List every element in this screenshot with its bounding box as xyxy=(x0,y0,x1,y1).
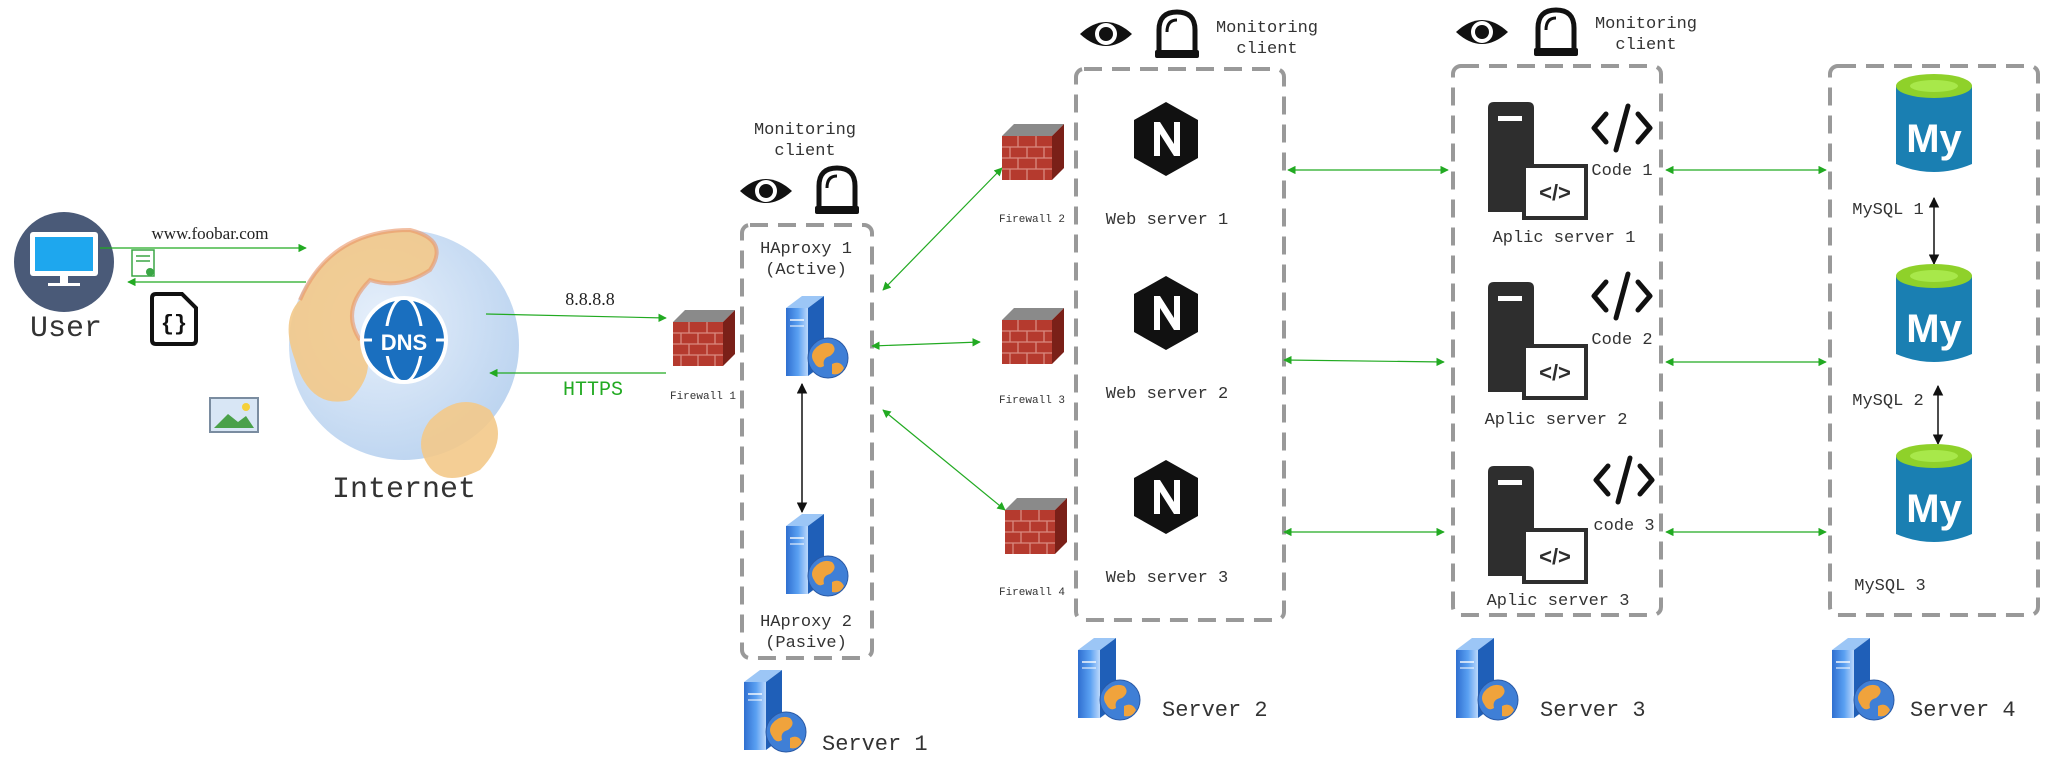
ha-fw4-arrow xyxy=(882,409,1006,511)
domain-label: www.foobar.com xyxy=(152,224,269,243)
app-server-2-icon xyxy=(1486,280,1588,400)
image-icon xyxy=(209,397,259,433)
haproxy-2-line1: HAproxy 2 xyxy=(760,613,852,632)
code-1-icon xyxy=(1594,106,1650,150)
web-server-1-label: Web server 1 xyxy=(1106,211,1228,230)
mysql-1-label: MySQL 1 xyxy=(1852,201,1923,220)
firewall-2-icon xyxy=(1001,123,1065,181)
monitoring-client-3: Monitoring client xyxy=(1456,10,1697,56)
haproxy-2-icon xyxy=(785,513,849,597)
eye-icon xyxy=(740,179,792,203)
firewall-1-label: Firewall 1 xyxy=(670,391,736,403)
monitoring-label-3-line1: Monitoring xyxy=(1595,15,1697,34)
server-4-icon xyxy=(1831,637,1895,721)
internet-label: Internet xyxy=(332,473,476,507)
monitoring-label-1-line2: client xyxy=(774,142,835,161)
mysql-2-label: MySQL 2 xyxy=(1852,392,1923,411)
ip-arrow xyxy=(485,313,667,323)
monitoring-label-1-line1: Monitoring xyxy=(754,121,856,140)
firewall-4-label: Firewall 4 xyxy=(999,587,1065,599)
monitoring-client-2: Monitoring client xyxy=(1080,12,1318,59)
mysql-1-logo: My xyxy=(1906,117,1962,161)
internet-node: DNS Internet xyxy=(288,227,519,507)
server-1-label: Server 1 xyxy=(822,732,928,757)
server-3-box xyxy=(1451,64,1663,617)
firewall-3-icon xyxy=(1001,307,1065,365)
server-2-box xyxy=(1074,67,1286,622)
mysql-3-logo: My xyxy=(1906,487,1962,531)
nginx-3-icon xyxy=(1134,460,1198,534)
mysql-3-label: MySQL 3 xyxy=(1854,577,1925,596)
firewall-4-icon xyxy=(1004,497,1068,555)
server-3-label: Server 3 xyxy=(1540,698,1646,723)
server-1-box xyxy=(740,223,874,660)
app-server-1-label: Aplic server 1 xyxy=(1493,229,1636,248)
monitoring-client-1: Monitoring client xyxy=(740,121,859,214)
app-server-1-icon xyxy=(1486,100,1588,220)
server-4-label: Server 4 xyxy=(1910,698,2016,723)
mysql-2-logo: My xyxy=(1906,307,1962,351)
server-2-label: Server 2 xyxy=(1162,698,1268,723)
haproxy-1-icon xyxy=(785,295,849,379)
ip-label: 8.8.8.8 xyxy=(565,289,615,309)
json-file-icon: {} xyxy=(150,292,198,346)
web-server-2-label: Web server 2 xyxy=(1106,385,1228,404)
app-server-3-label: Aplic server 3 xyxy=(1487,592,1630,611)
alarm-icon xyxy=(1155,12,1199,58)
haproxy-2-line2: (Pasive) xyxy=(765,634,847,653)
haproxy-1-line1: HAproxy 1 xyxy=(760,240,852,259)
eye-icon xyxy=(1080,22,1132,46)
firewall-2-label: Firewall 2 xyxy=(999,214,1065,226)
ha-fw2-arrow xyxy=(882,167,1003,291)
code-2-icon xyxy=(1594,274,1650,318)
web-server-3-label: Web server 3 xyxy=(1106,569,1228,588)
app-server-3-icon xyxy=(1486,464,1588,584)
svg-text:{}: {} xyxy=(161,312,187,337)
alarm-icon xyxy=(1534,10,1578,56)
code-1-label: Code 1 xyxy=(1591,162,1652,181)
eye-icon xyxy=(1456,20,1508,44)
ha-fw3-arrow xyxy=(871,338,981,350)
user-label: User xyxy=(30,312,102,346)
server-2-icon xyxy=(1077,637,1141,721)
code-3-icon xyxy=(1596,458,1652,502)
server-3-icon xyxy=(1455,637,1519,721)
monitoring-label-2-line1: Monitoring xyxy=(1216,19,1318,38)
dns-label: DNS xyxy=(381,330,427,355)
app-server-2-label: Aplic server 2 xyxy=(1485,411,1628,430)
nginx-2-icon xyxy=(1134,276,1198,350)
code-3-label: code 3 xyxy=(1593,517,1654,536)
server-1-icon xyxy=(743,669,807,753)
user-node: User xyxy=(14,212,114,346)
code-2-label: Code 2 xyxy=(1591,331,1652,350)
firewall-1-icon xyxy=(672,309,736,367)
web2-app2-arrow xyxy=(1283,355,1445,367)
server-4-box xyxy=(1828,64,2040,617)
nginx-1-icon xyxy=(1134,102,1198,176)
monitoring-label-3-line2: client xyxy=(1615,36,1676,55)
certificate-icon xyxy=(131,249,155,277)
alarm-icon xyxy=(815,168,859,214)
monitoring-label-2-line2: client xyxy=(1236,40,1297,59)
https-label: HTTPS xyxy=(563,379,623,402)
firewall-3-label: Firewall 3 xyxy=(999,395,1065,407)
haproxy-1-line2: (Active) xyxy=(765,261,847,280)
